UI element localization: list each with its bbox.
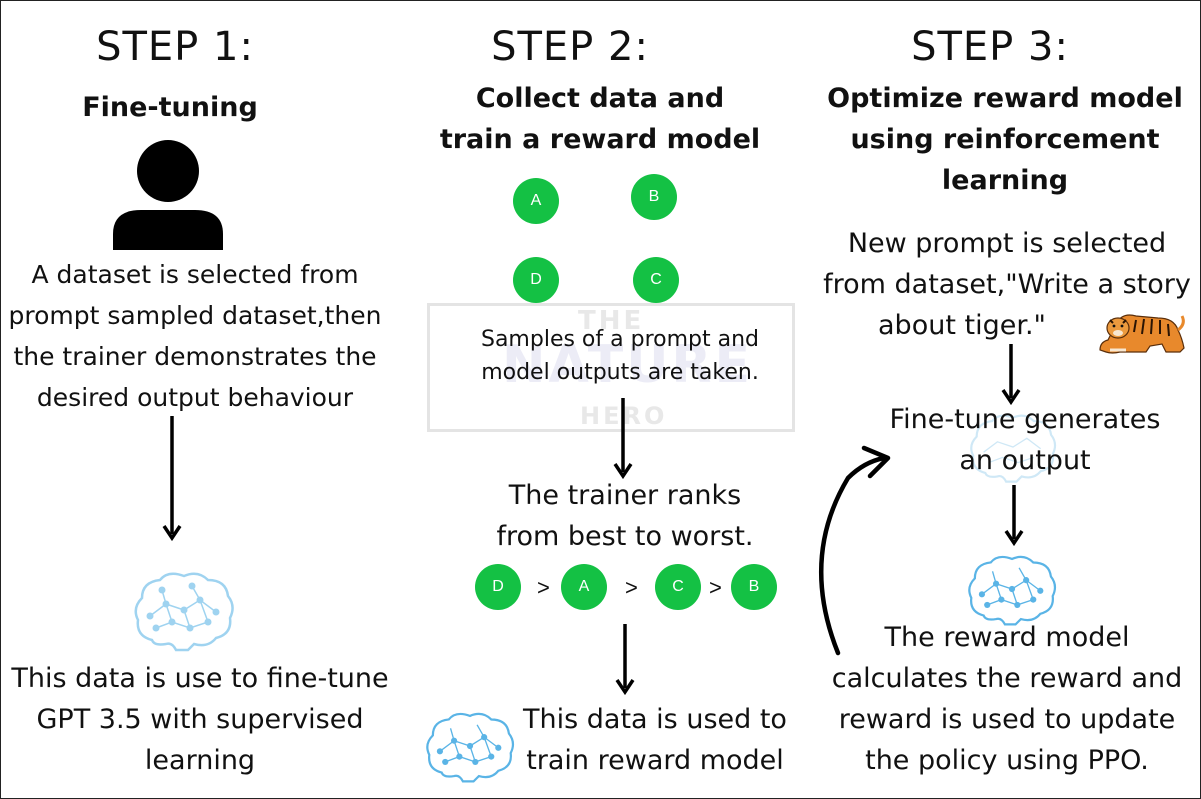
rank-node-a: A — [561, 564, 607, 610]
brain-icon — [134, 572, 234, 652]
loop-arrow-icon — [818, 445, 891, 656]
node-d: D — [513, 257, 559, 303]
step3-title: STEP 3: — [911, 24, 1069, 70]
step1-result: This data is use to fine-tune GPT 3.5 wi… — [11, 663, 389, 776]
step1-title: STEP 1: — [96, 24, 254, 70]
step2-title: STEP 2: — [491, 24, 649, 70]
rank-node-b: B — [731, 564, 777, 610]
step2-result: This data is used to train reward model — [523, 704, 787, 776]
rank-gt-3: > — [709, 575, 722, 600]
step1-heading: Fine-tuning — [82, 92, 258, 123]
arrow-down-icon — [615, 624, 635, 696]
rank-gt-1: > — [537, 575, 550, 600]
step2-heading: Collect data and train a reward model — [439, 83, 761, 155]
node-a: A — [513, 178, 559, 224]
rank-node-c: C — [655, 564, 701, 610]
step3-reward: The reward model calculates the reward a… — [831, 622, 1183, 776]
step2-ranks: The trainer ranks from best to worst. — [496, 480, 754, 552]
step3-heading: Optimize reward model using reinforcemen… — [827, 83, 1183, 196]
watermark-the: THE — [578, 306, 645, 336]
tiger-icon — [1099, 314, 1185, 354]
node-b: B — [631, 174, 677, 220]
node-c: C — [633, 257, 679, 303]
brain-icon — [970, 414, 1057, 483]
arrow-down-icon — [162, 416, 182, 542]
watermark-nature: NATURE — [502, 335, 753, 395]
person-icon — [113, 140, 223, 250]
step3-prompt: New prompt is selected from dataset,"Wri… — [823, 228, 1191, 341]
step1-description: A dataset is selected from prompt sample… — [8, 260, 382, 412]
rank-gt-2: > — [625, 575, 638, 600]
arrow-down-icon — [1004, 485, 1024, 547]
watermark-box — [427, 303, 795, 432]
brain-icon — [426, 712, 515, 783]
arrow-down-icon — [613, 398, 633, 480]
arrow-down-icon — [1001, 344, 1021, 406]
brain-icon — [968, 555, 1057, 626]
step2-samples: Samples of a prompt and model outputs ar… — [480, 327, 759, 385]
rank-node-d: D — [475, 564, 521, 610]
step3-generate: Fine-tune generates an output — [889, 404, 1161, 476]
